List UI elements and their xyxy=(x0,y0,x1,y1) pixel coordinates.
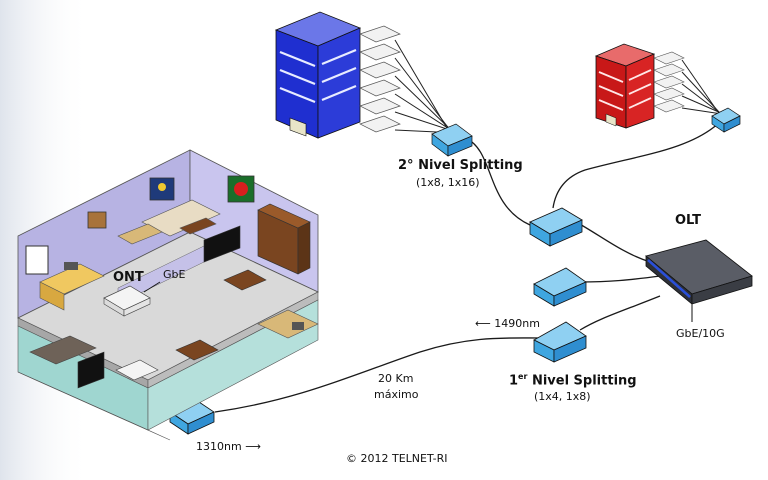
upstream-wavelength: 1310nm ⟶ xyxy=(196,440,261,453)
splitter-middle xyxy=(533,267,587,307)
upstream-text: 1310nm xyxy=(196,440,242,453)
distance-value: 20 Km xyxy=(378,372,414,385)
olt-label: OLT xyxy=(675,213,702,228)
house-cutaway xyxy=(17,149,319,441)
red-building-ont-stack xyxy=(653,51,685,113)
splitter-red-building xyxy=(711,107,741,133)
arrow-left-icon: ⟵ xyxy=(475,317,491,330)
ont-device xyxy=(103,285,151,317)
splitter-level2-title: 2° Nivel Splitting xyxy=(398,158,523,173)
splitter-level1-number: 1 xyxy=(509,373,519,389)
distance-note: máximo xyxy=(374,388,419,401)
fibers-red-building xyxy=(681,59,723,115)
ont-label: ONT xyxy=(113,270,144,285)
olt-device xyxy=(645,239,753,322)
splitter-level1-ratios: (1x4, 1x8) xyxy=(534,390,591,403)
copyright: © 2012 TELNET-RI xyxy=(346,452,448,465)
splitter-level2-ratios: (1x8, 1x16) xyxy=(416,176,480,189)
red-building xyxy=(594,43,656,129)
downstream-wavelength: ⟵ 1490nm xyxy=(475,317,540,330)
olt-ports-label: GbE/10G xyxy=(676,327,725,340)
splitter-level1-text: Nivel Splitting xyxy=(527,373,637,389)
fibers-blue-building xyxy=(394,39,459,134)
splitter-blue-building xyxy=(431,123,473,157)
blue-building xyxy=(274,11,362,139)
gbe-link xyxy=(143,281,161,293)
gbe-label: GbE xyxy=(163,268,186,281)
splitter-level1 xyxy=(533,321,587,363)
arrow-right-icon: ⟶ xyxy=(245,440,261,453)
blue-building-ont-stack xyxy=(359,25,401,133)
splitter-level1-ordinal: er xyxy=(518,372,528,381)
downstream-text: 1490nm xyxy=(494,317,540,330)
splitter-house xyxy=(169,399,215,435)
splitter-level1-title: 1er Nivel Splitting xyxy=(509,372,637,388)
splitter-level2-lower xyxy=(529,207,583,247)
